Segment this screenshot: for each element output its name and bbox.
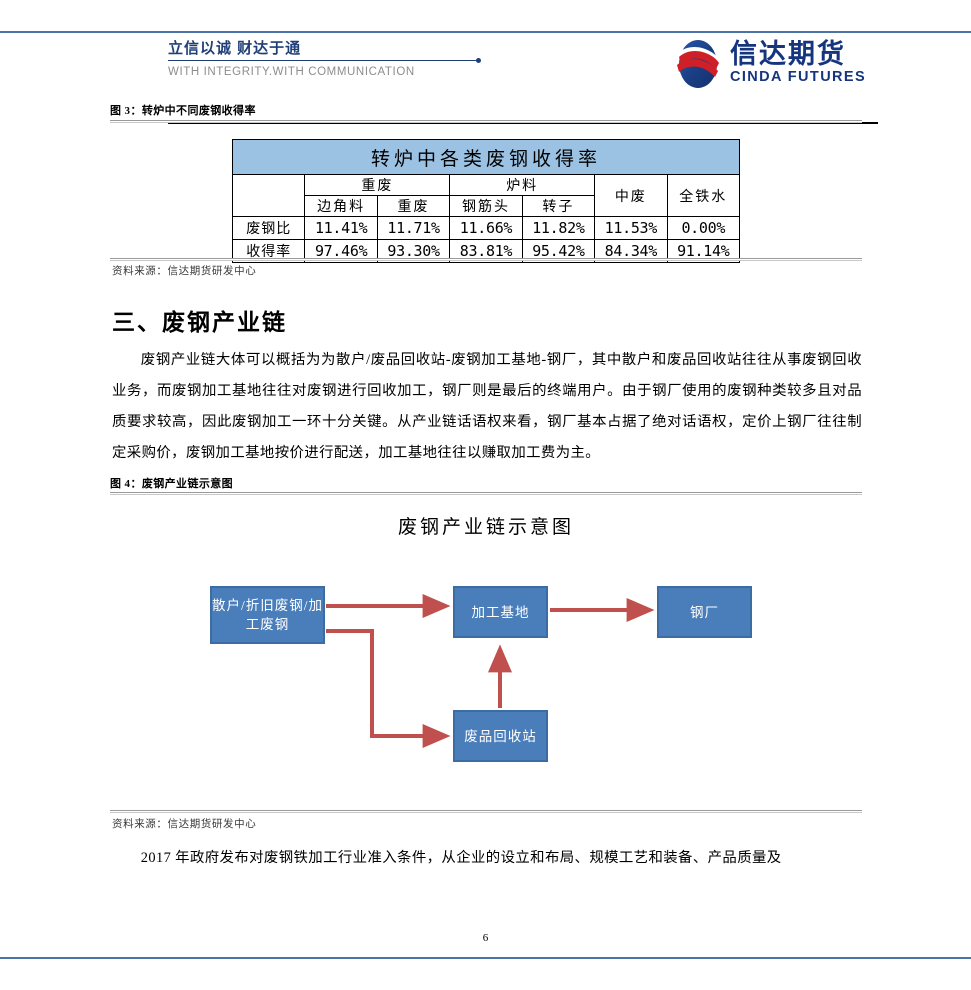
bottom-divider-rule	[0, 957, 971, 959]
table-group-header-row: 重废 炉料 中废 全铁水	[231, 174, 741, 217]
company-logo: 信达期货 CINDA FUTURES	[672, 37, 882, 91]
slogan-english: WITH INTEGRITY.WITH COMMUNICATION	[168, 66, 415, 78]
diagram-node-steel-mill: 钢厂	[657, 586, 752, 638]
figure4-caption-rule	[110, 492, 862, 495]
scrap-yield-table: 转炉中各类废钢收得率 重废 炉料 中废 全铁水 边角料 重废 钢筋头 转子 废钢…	[231, 139, 741, 263]
cell-scrap-ratio-heavy: 11.71%	[376, 216, 451, 240]
header-corner-blank	[231, 174, 306, 217]
cell-yield-medium: 84.34%	[594, 239, 668, 263]
figure3-source-rule	[110, 258, 862, 261]
cell-scrap-ratio-offcuts: 11.41%	[304, 216, 378, 240]
header-sub-offcuts: 边角料	[304, 195, 378, 217]
top-divider-rule	[0, 31, 971, 33]
logo-text-block: 信达期货 CINDA FUTURES	[730, 39, 866, 86]
table-row: 废钢比 11.41% 11.71% 11.66% 11.82% 11.53% 0…	[231, 216, 741, 240]
arrow-source-to-recycling	[326, 629, 451, 748]
page-number: 6	[482, 932, 489, 944]
section-paragraph: 废钢产业链大体可以概括为为散户/废品回收站-废钢加工基地-钢厂，其中散户和废品回…	[112, 352, 862, 461]
diagram-arrows	[326, 594, 655, 748]
slogan-underline	[168, 58, 481, 63]
figure4-source-rule	[110, 810, 862, 813]
header-group-heavy-scrap: 重废	[304, 174, 451, 196]
diagram-node-processing-base: 加工基地	[453, 586, 548, 638]
logo-chinese-name: 信达期货	[730, 39, 846, 69]
header-sub-rotor: 转子	[521, 195, 596, 217]
cell-scrap-ratio-medium: 11.53%	[594, 216, 668, 240]
table-title: 转炉中各类废钢收得率	[232, 139, 740, 175]
header-divider-rule	[168, 122, 878, 124]
cell-scrap-ratio-rotor: 11.82%	[521, 216, 596, 240]
figure3-caption: 图 3：转炉中不同废钢收得率	[110, 105, 256, 117]
figure4-caption: 图 4：废钢产业链示意图	[110, 478, 234, 490]
diagram-node-scrap-source: 散户/折旧废钢/加工废钢	[210, 586, 325, 644]
diagram-node-recycling-station: 废品回收站	[453, 710, 548, 762]
table-sub-header-row: 边角料 重废 钢筋头 转子	[233, 195, 740, 217]
supply-chain-diagram: 废钢产业链示意图 散户/折旧废钢/加工废钢 加工基地 钢厂 废品回收站	[110, 500, 862, 810]
table-title-row: 转炉中各类废钢收得率	[232, 139, 740, 175]
cinda-logo-icon	[677, 40, 719, 88]
header-sub-heavy-scrap: 重废	[376, 195, 451, 217]
logo-english-name: CINDA FUTURES	[730, 69, 867, 85]
cell-scrap-ratio-rebar: 11.66%	[449, 216, 523, 240]
header-sub-rebar-ends: 钢筋头	[449, 195, 523, 217]
figure4-source-note: 资料来源：信达期货研发中心	[112, 819, 257, 830]
diagram-title: 废钢产业链示意图	[397, 517, 574, 538]
figure3-source-note: 资料来源：信达期货研发中心	[112, 266, 257, 277]
cell-scrap-ratio-hotmetal: 0.00%	[666, 216, 741, 240]
company-slogan-block: 立信以诚 财达于通 WITH INTEGRITY.WITH COMMUNICAT…	[168, 40, 588, 78]
slogan-chinese: 立信以诚 财达于通	[168, 40, 302, 57]
figure3-caption-rule	[110, 120, 862, 123]
row-label-scrap-ratio: 废钢比	[231, 216, 306, 240]
section-heading: 三、废钢产业链	[112, 310, 287, 335]
header-group-furnace-charge: 炉料	[449, 174, 596, 196]
page-header: 立信以诚 财达于通 WITH INTEGRITY.WITH COMMUNICAT…	[0, 34, 971, 124]
footer-paragraph: 2017 年政府发布对废钢铁加工行业准入条件，从企业的设立和布局、规模工艺和装备…	[140, 850, 782, 866]
figure3-table-wrapper: 转炉中各类废钢收得率 重废 炉料 中废 全铁水 边角料 重废 钢筋头 转子 废钢…	[231, 139, 741, 263]
header-medium-scrap: 中废	[594, 174, 668, 217]
header-all-hot-metal: 全铁水	[666, 174, 741, 217]
